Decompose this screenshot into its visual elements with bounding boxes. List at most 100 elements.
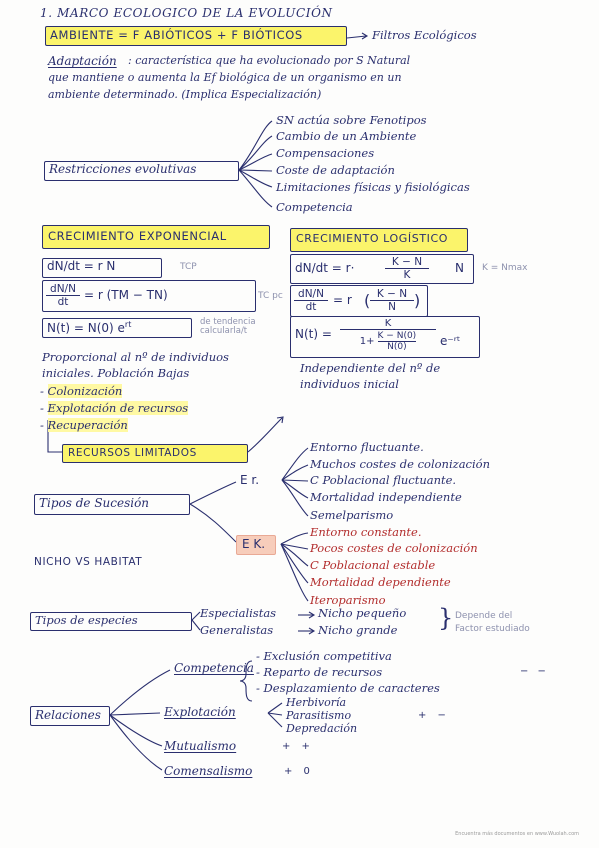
exp-eq1: dN/dt = r N [47,259,116,273]
log-eq3-box [290,316,480,358]
ek-item: Pocos costes de colonización [310,541,478,555]
sucesion-box [34,494,190,515]
exp-eq2-note: TC pc [258,291,283,301]
er-item: C Poblacional fluctuante. [310,473,457,487]
log-eq3-den: 1+ K − N(0) N(0) [340,330,436,352]
exp-bullet-text: Explotación de recursos [47,401,189,415]
log-eq2-den: dt [305,301,317,313]
comensalismo-label: Comensalismo [164,764,253,778]
nicho-label: NICHO VS HABITAT [34,556,143,568]
log-eq3-exp: e⁻ʳᵗ [440,334,461,348]
er-item: Mortalidad independiente [310,490,462,504]
exp-eq3-exponent: rt [124,320,132,329]
adaptacion-term: Adaptación [48,54,117,68]
ek-item: Iteroparismo [310,593,386,607]
adaptacion-line-2: que mantiene o aumenta la Ef biológica d… [48,71,402,84]
log-eq3-den-fraction: K − N(0) N(0) [377,331,417,352]
restricciones-box [44,161,239,181]
exp-prop-line-2: iniciales. Población Bajas [42,366,190,380]
log-eq3-num: K [340,318,436,330]
ek-item: Entorno constante. [310,525,422,539]
exp-eq2-num: dN/N [46,283,80,296]
relaciones-box [30,706,110,726]
log-eq2-fnum: K − N [370,288,414,301]
crecimiento-log-box [290,228,468,252]
log-eq3-den-a: 1+ [359,336,375,347]
explotacion-item: Depredación [286,722,358,735]
ek-item: Mortalidad dependiente [310,575,451,589]
log-eq1-tail: N [455,261,464,275]
er-item: Semelparismo [310,508,394,522]
competencia-label: Competencia [174,661,254,675]
restriccion-item: Competencia [276,200,353,214]
relaciones-label: Relaciones [35,708,101,722]
ek-box [236,535,276,555]
log-eq3-lhs: N(t) = [295,327,332,341]
log-eq3-den-fnum: K − N(0) [377,331,417,342]
restriccion-item: Limitaciones físicas y fisiológicas [276,180,470,194]
especies-box [30,612,192,631]
especie-name: Especialistas [200,606,277,620]
log-indep-line-1: Independiente del nº de [300,361,441,375]
footer-watermark: Encuentra más documentos en www.Wuolah.c… [455,831,579,837]
exp-bullet: - Recuperación [40,418,128,432]
exp-eq2-rhs: = r (TM − TN) [84,288,168,302]
exp-eq2-den: dt [57,296,69,308]
recursos-box [62,444,248,463]
ambiente-equation: AMBIENTE = F ABIÓTICOS + F BIÓTICOS [50,28,303,42]
especies-brace: } [438,604,454,632]
explotacion-label: Explotación [164,705,236,719]
sucesion-ek-label: E K. [242,537,266,551]
er-item: Muchos costes de colonización [310,457,490,471]
log-eq2-paren-close: ) [414,291,421,310]
log-eq2-fraction: dN/N dt [294,288,328,313]
mutualismo-label: Mutualismo [164,739,237,753]
exp-eq3: N(t) = N(0) ert [47,320,131,336]
sucesion-label: Tipos de Sucesión [39,496,150,510]
log-eq2-inner-fraction: K − N N [370,288,414,313]
exp-eq2-box [42,280,256,312]
crecimiento-exp-title: CRECIMIENTO EXPONENCIAL [48,229,227,243]
log-eq1-lhs: dN/dt = r· [295,261,355,275]
filtros-ecologicos: Filtros Ecológicos [372,28,477,42]
exp-eq2-fraction: dN/N dt [46,283,80,308]
especies-note-line-2: Factor estudiado [455,624,530,634]
exp-bullet-text: Colonización [47,384,123,398]
explotacion-item: Herbivoría [286,696,347,709]
especies-label: Tipos de especies [35,613,138,627]
especie-result: Nicho grande [318,623,398,637]
especie-result: Nicho pequeño [318,606,407,620]
exp-bullet-text: Recuperación [47,418,128,432]
log-eq1-box [290,254,474,284]
page-title: 1. MARCO ECOLOGICO DE LA EVOLUCIÓN [40,6,333,20]
explotacion-item: Parasitismo [286,709,352,722]
log-eq2-fden: N [388,301,396,313]
recursos-label: RECURSOS LIMITADOS [68,447,197,459]
log-eq1-fraction: K − N K [385,256,429,281]
ek-item: C Poblacional estable [310,558,436,572]
restriccion-item: Cambio de un Ambiente [276,129,417,143]
competencia-item: - Desplazamiento de caracteres [256,681,440,695]
restriccion-item: SN actúa sobre Fenotipos [276,113,427,127]
restricciones-label: Restricciones evolutivas [49,162,197,176]
restriccion-item: Compensaciones [276,146,375,160]
comensalismo-signs: + 0 [284,766,314,777]
exp-eq3-note: de tendencia calcularla/t [200,317,256,337]
adaptacion-line-3: ambiente determinado. (Implica Especiali… [48,88,322,101]
exp-eq1-box [42,258,162,278]
especies-note-line-1: Depende del [455,611,513,621]
restriccion-item: Coste de adaptación [276,163,395,177]
competencia-item: - Reparto de recursos [256,665,383,679]
sucesion-er-label: E r. [240,473,260,487]
explotacion-signs: + − [418,710,450,721]
exp-bullet: - Colonización [40,384,123,398]
log-eq2-paren-open: ( [364,291,371,310]
mutualismo-signs: + + [282,741,314,752]
log-eq3-den-fden: N(0) [387,342,407,352]
especie-name: Generalistas [200,623,274,637]
exp-eq3-text: N(t) = N(0) e [47,321,125,335]
er-item: Entorno fluctuante. [310,440,424,454]
log-eq1-note: K = Nmax [482,263,528,273]
